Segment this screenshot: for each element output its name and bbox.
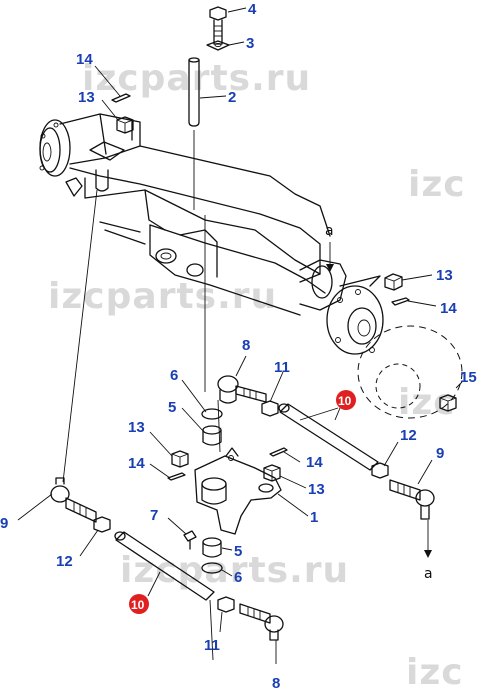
callout-4: 4 [248, 1, 257, 18]
watermark-text: izc [406, 652, 464, 693]
callout-11: 11 [204, 637, 220, 654]
washer-part-3 [206, 40, 230, 51]
reference-letter: a [424, 566, 433, 582]
watermark-text: izcparts.ru [82, 58, 311, 99]
seal-part-6-low [201, 562, 223, 574]
brake-disc [357, 325, 463, 419]
washer-part-14-right [391, 297, 410, 306]
nut-part-12-left [93, 516, 111, 533]
wheel-hub-right [299, 259, 384, 355]
callout-12: 12 [56, 553, 73, 570]
reference-arrow-top: a [325, 223, 334, 272]
callout-13: 13 [78, 89, 95, 106]
callout-9: 9 [436, 445, 444, 462]
watermark-text: izc [398, 382, 456, 423]
callout-10-badge: 10 [336, 390, 356, 410]
callout-8: 8 [272, 675, 280, 692]
callout-14: 14 [306, 454, 323, 471]
callout-10: 10 [131, 598, 145, 612]
callout-15: 15 [460, 369, 477, 386]
nut-part-13 [116, 116, 134, 134]
bolt-part-4 [209, 6, 227, 45]
callout-2: 2 [228, 89, 236, 106]
callout-6: 6 [234, 569, 242, 586]
seal-part-6 [201, 408, 223, 420]
bushing-part-5-low [202, 537, 222, 558]
reference-arrow-bottom: a [424, 520, 433, 582]
callout-14: 14 [76, 51, 93, 68]
callout-6: 6 [170, 367, 178, 384]
callout-12: 12 [400, 427, 417, 444]
axis-line [209, 599, 214, 661]
callout-7: 7 [150, 507, 158, 524]
callout-5: 5 [234, 543, 242, 560]
tie-rod-tube-10-low [114, 531, 215, 601]
callout-5: 5 [168, 399, 176, 416]
knuckle-arm-part-1 [194, 447, 282, 535]
reference-letter: a [325, 223, 334, 239]
callout-1: 1 [310, 509, 318, 526]
nut-part-13-left [171, 450, 189, 468]
callout-13: 13 [436, 267, 453, 284]
callout-13: 13 [128, 419, 145, 436]
callout-14: 14 [128, 455, 145, 472]
callout-14: 14 [440, 300, 457, 317]
axle-housing [39, 113, 331, 316]
washer-part-14-mid [269, 447, 288, 457]
watermark-text: izcparts.ru [120, 550, 349, 591]
tie-rod-end-9-left [50, 477, 97, 523]
ball-joint-part-8-low [239, 603, 284, 641]
callout-9: 9 [0, 515, 8, 532]
nut-part-13-right [384, 273, 403, 291]
bushing-part-5 [202, 425, 222, 446]
pin-part-2 [188, 57, 200, 210]
tie-rod-tube-10 [278, 403, 379, 471]
watermark-text: izc [408, 164, 466, 205]
ball-joint-part-8 [217, 375, 267, 404]
tie-rod-end-9-right [389, 479, 435, 520]
grease-fitting-part-7 [183, 530, 197, 550]
axis-line [62, 189, 98, 483]
callout-13: 13 [308, 481, 325, 498]
callout-10-badge-low: 10 [129, 594, 149, 614]
callout-11: 11 [274, 359, 290, 376]
callout-8: 8 [242, 337, 250, 354]
nut-part-11-low [217, 596, 235, 613]
nut-part-12-right [371, 462, 389, 479]
callout-10: 10 [338, 394, 352, 408]
leader-lines [17, 7, 463, 664]
washer-part-14-left [167, 472, 186, 481]
callout-3: 3 [246, 35, 254, 52]
nut-part-11 [261, 400, 279, 417]
washer-part-14 [111, 93, 131, 103]
nut-part-15 [439, 394, 457, 412]
